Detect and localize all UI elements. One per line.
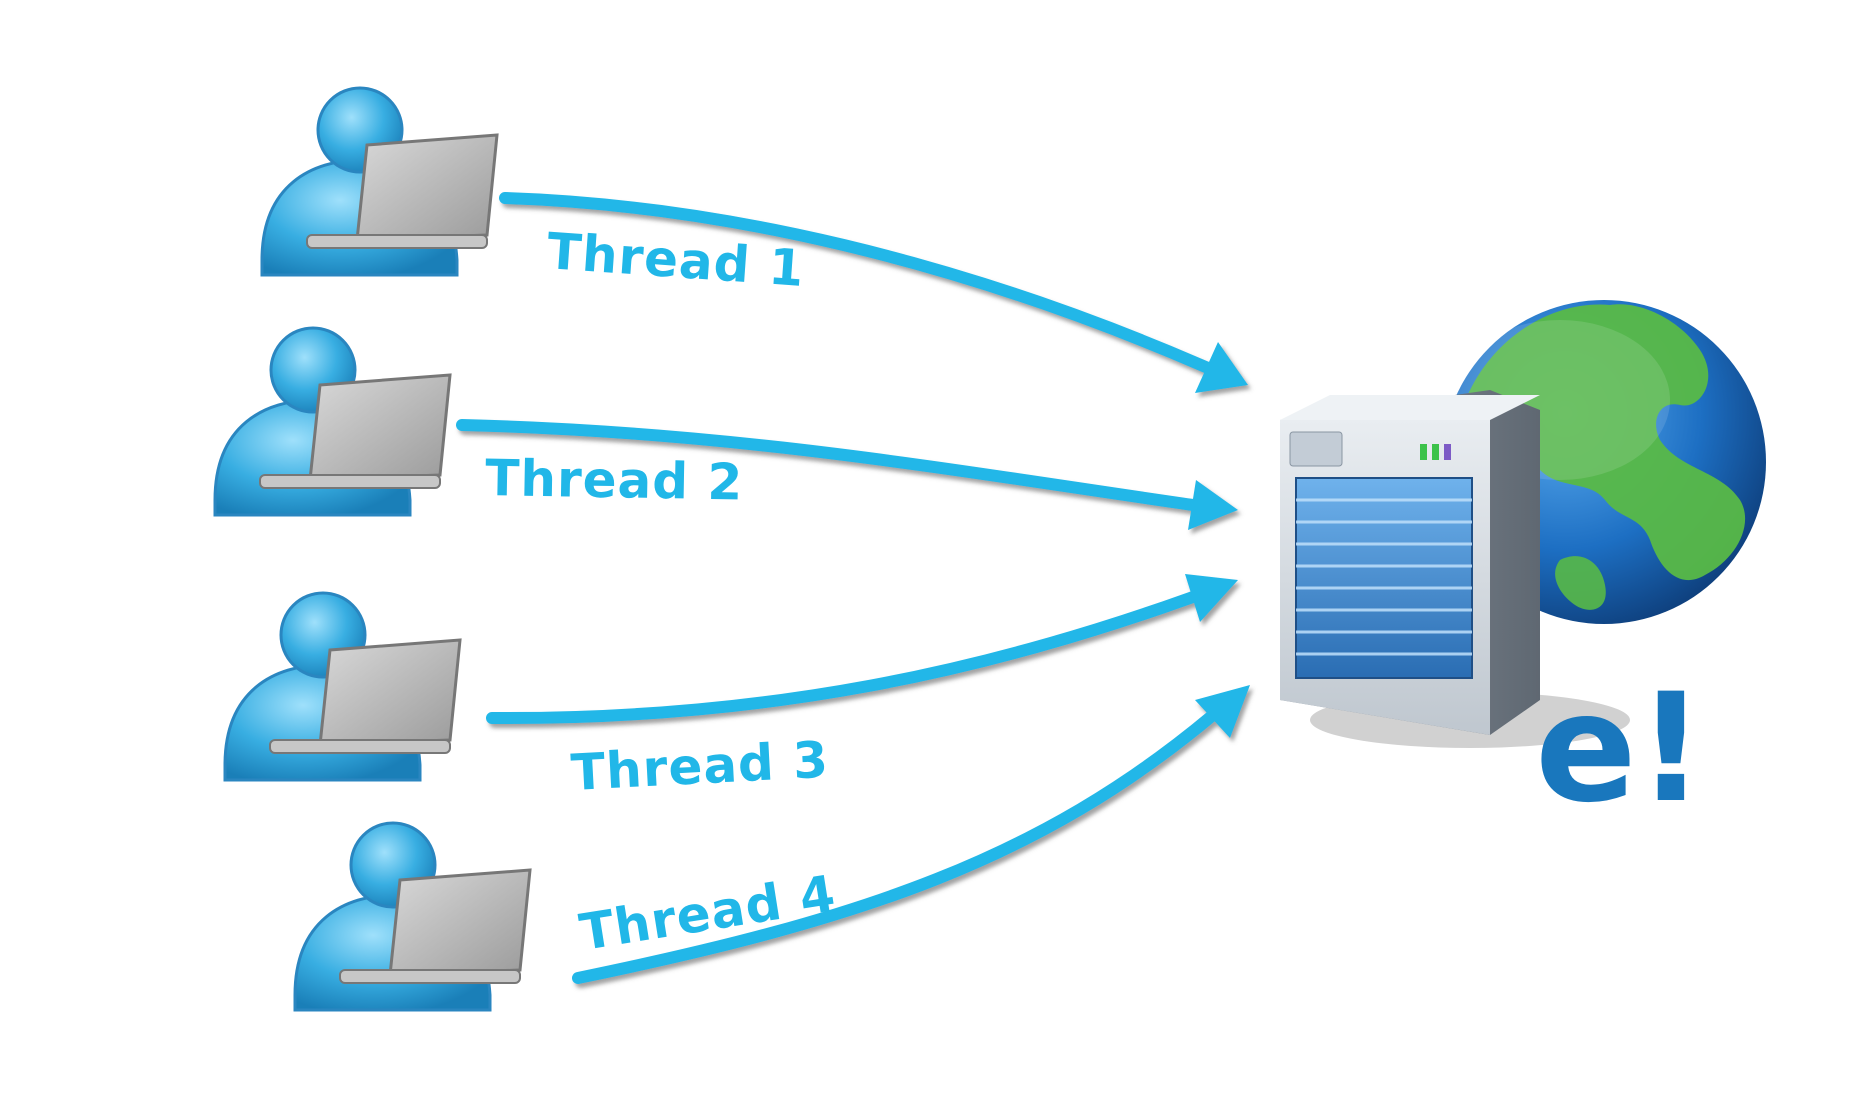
user-with-laptop-icon (223, 591, 462, 782)
brand-mark: e! (1535, 662, 1705, 836)
thread-arrow (499, 192, 1248, 393)
user-with-laptop-icon (213, 326, 452, 517)
thread-arrow (486, 574, 1238, 725)
user-with-laptop-icon (293, 821, 532, 1012)
thread-arrow (456, 419, 1238, 530)
user-with-laptop-icon (260, 86, 499, 277)
server-tower-icon (1280, 390, 1630, 748)
thread-arrow (572, 685, 1250, 984)
thread-label-2: Thread 2 (485, 449, 744, 511)
thread-label-3: Thread 3 (570, 731, 831, 802)
